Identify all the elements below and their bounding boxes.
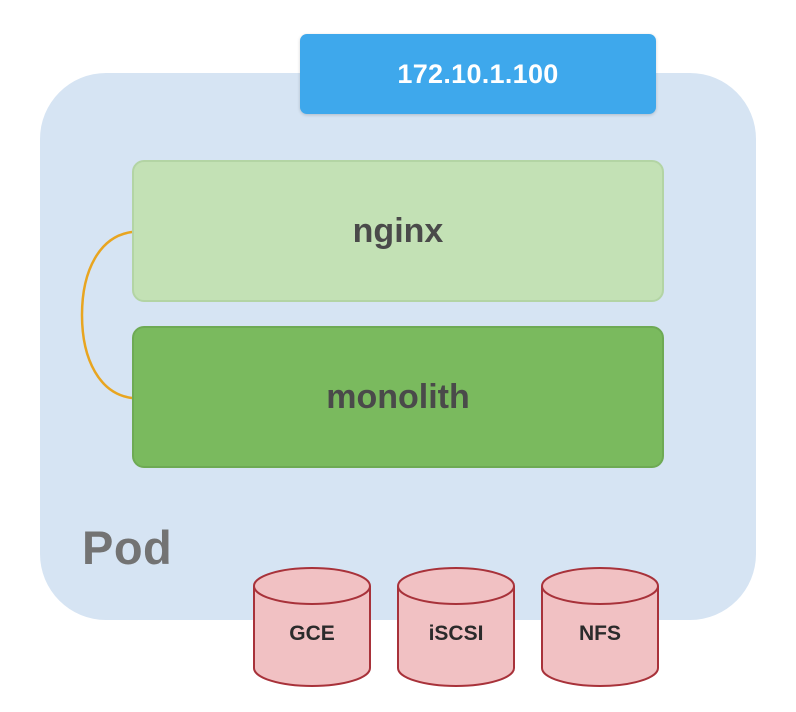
volume-gce: GCE <box>252 566 372 690</box>
nginx-container-label: nginx <box>352 211 444 250</box>
pod-ip-address-box: 172.10.1.100 <box>300 34 656 114</box>
database-cylinder-icon <box>397 567 515 687</box>
volume-nfs-label: NFS <box>579 622 621 645</box>
volume-gce-label: GCE <box>289 622 335 645</box>
volume-nfs: NFS <box>540 566 660 690</box>
pod-label: Pod <box>82 521 173 574</box>
monolith-container-label: monolith <box>326 377 470 416</box>
database-cylinder-icon <box>541 567 659 687</box>
volume-iscsi-label: iSCSI <box>428 622 484 645</box>
monolith-container-box: monolith <box>132 326 664 468</box>
nginx-container-box: nginx <box>132 160 664 302</box>
container-link-connector <box>80 230 134 400</box>
pod-ip-address-label: 172.10.1.100 <box>397 58 559 89</box>
database-cylinder-icon <box>253 567 371 687</box>
volume-iscsi: iSCSI <box>396 566 516 690</box>
